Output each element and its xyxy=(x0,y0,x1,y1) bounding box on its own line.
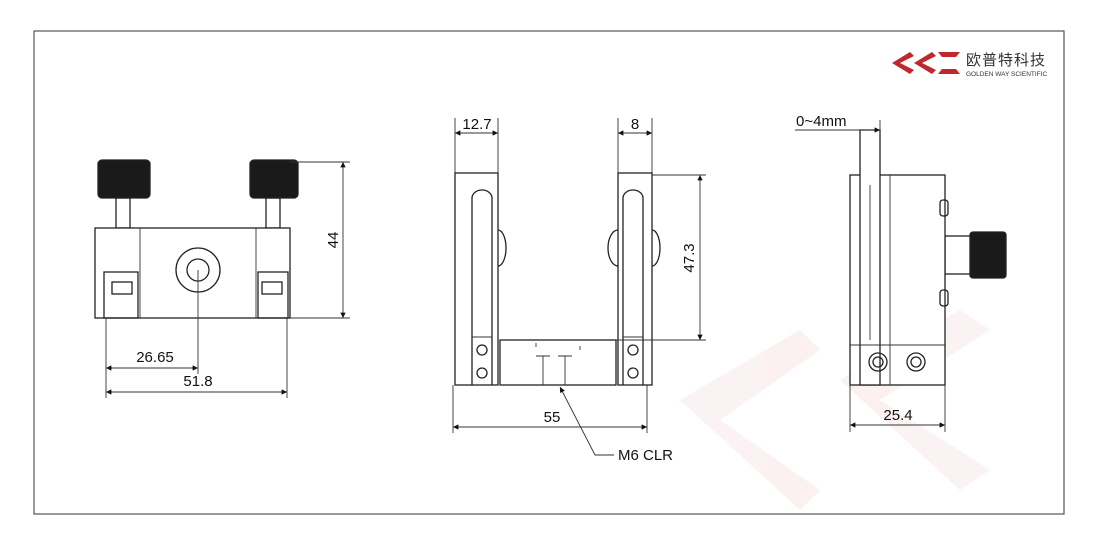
middle-view: 55 12.7 8 47.3 M6 CLR xyxy=(452,116,706,464)
side-view: 0~4mm 25.4 xyxy=(795,113,1007,432)
m6-clr-callout: M6 CLR xyxy=(618,447,673,464)
logo-name-en: GOLDEN WAY SCIENTIFIC xyxy=(966,70,1048,78)
logo-name-cn: 欧普特科技 xyxy=(966,51,1047,69)
gap-dim: 0~4mm xyxy=(796,113,846,130)
middle-height-dim: 47.3 xyxy=(681,243,698,272)
logo-mark-icon xyxy=(892,52,960,74)
left-arm-width-dim: 12.7 xyxy=(462,116,491,133)
front-view: 44 26.65 51.8 xyxy=(94,159,350,398)
front-width-dim: 51.8 xyxy=(183,373,212,390)
front-hole-offset-dim: 26.65 xyxy=(136,349,174,366)
company-logo: 欧普特科技 GOLDEN WAY SCIENTIFIC xyxy=(892,48,1047,78)
right-arm-width-dim: 8 xyxy=(631,116,639,133)
drawing-frame xyxy=(33,30,1065,515)
depth-dim: 25.4 xyxy=(883,407,912,424)
middle-width-dim: 55 xyxy=(544,409,561,426)
front-height-dim: 44 xyxy=(325,232,342,249)
